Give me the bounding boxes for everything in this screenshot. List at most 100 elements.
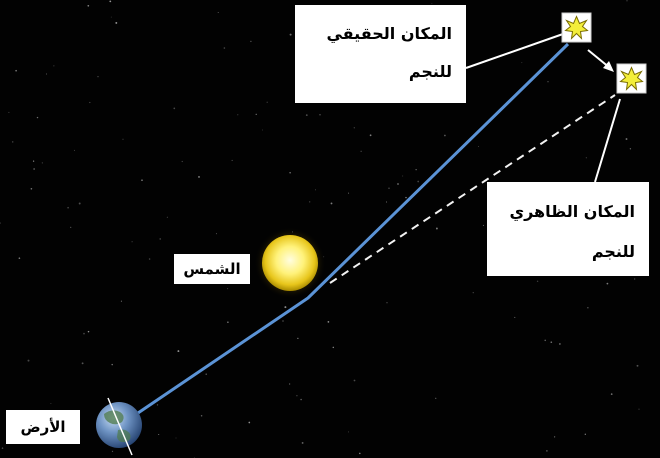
- background-star: [217, 12, 219, 14]
- background-star: [472, 292, 474, 294]
- background-star: [18, 257, 21, 260]
- light-path-line: [137, 42, 570, 415]
- background-star: [87, 4, 90, 7]
- background-star: [634, 278, 636, 280]
- background-star: [159, 238, 161, 240]
- background-star: [237, 114, 239, 116]
- background-star: [332, 346, 335, 349]
- true-position-line2: للنجم: [408, 62, 452, 81]
- background-star: [288, 383, 291, 385]
- background-star: [386, 302, 388, 304]
- background-star: [330, 202, 333, 205]
- background-star: [521, 62, 523, 64]
- sun-icon: [262, 235, 318, 291]
- background-star: [173, 107, 176, 110]
- background-star: [109, 0, 112, 3]
- apparent-position-label: المكان الظاهري للنجم: [487, 182, 649, 276]
- background-star: [348, 192, 350, 194]
- background-star: [166, 216, 168, 218]
- background-star: [626, 0, 628, 2]
- background-star: [587, 307, 589, 309]
- background-star: [30, 187, 33, 190]
- background-star: [223, 47, 226, 49]
- background-star: [266, 101, 268, 103]
- background-star: [158, 433, 160, 436]
- apparent-position-line2: للنجم: [591, 242, 635, 261]
- background-star: [289, 172, 291, 174]
- background-star: [46, 73, 47, 75]
- background-star: [319, 114, 321, 116]
- background-star: [546, 450, 548, 452]
- background-star: [638, 408, 640, 410]
- background-star: [625, 138, 628, 140]
- background-star: [41, 162, 43, 164]
- apparent-label-pointer: [594, 98, 621, 183]
- globe-icon: [96, 397, 142, 456]
- background-star: [369, 134, 372, 137]
- background-star: [50, 403, 52, 404]
- apparent-position-line1: المكان الظاهري: [509, 202, 635, 221]
- background-star: [8, 111, 10, 113]
- background-star: [36, 116, 39, 119]
- background-star: [435, 397, 437, 399]
- background-star: [553, 436, 556, 438]
- background-star: [514, 316, 516, 318]
- background-star: [629, 148, 632, 150]
- background-star: [177, 350, 180, 353]
- background-star: [301, 441, 304, 444]
- background-star: [559, 343, 561, 345]
- background-star: [67, 206, 69, 209]
- true-label-pointer: [465, 33, 564, 69]
- background-star: [175, 437, 177, 439]
- background-star: [32, 160, 35, 162]
- background-star: [348, 431, 349, 433]
- background-star: [550, 341, 553, 344]
- background-star: [215, 233, 217, 235]
- background-star: [248, 421, 251, 424]
- background-star: [156, 404, 159, 406]
- background-star: [200, 414, 203, 417]
- background-star: [255, 113, 257, 115]
- background-star: [482, 224, 484, 226]
- background-star: [262, 129, 263, 131]
- background-star: [148, 258, 151, 260]
- background-star: [111, 363, 113, 366]
- sun-label: الشمس: [174, 254, 250, 284]
- background-star: [405, 196, 407, 199]
- background-star: [309, 201, 311, 203]
- background-star: [70, 226, 72, 229]
- background-star: [327, 321, 330, 323]
- background-star: [297, 337, 299, 339]
- background-star: [27, 359, 30, 362]
- true-position-line1: المكان الحقيقي: [326, 24, 452, 43]
- background-star: [198, 175, 200, 178]
- background-star: [584, 433, 586, 435]
- background-star: [388, 187, 390, 189]
- background-star: [33, 168, 35, 170]
- background-star: [110, 16, 112, 18]
- true-position-label: المكان الحقيقي للنجم: [295, 5, 466, 103]
- background-star: [89, 101, 91, 104]
- background-star: [115, 21, 118, 24]
- background-star: [0, 222, 1, 224]
- background-star: [250, 40, 252, 43]
- background-star: [231, 159, 233, 161]
- background-star: [122, 138, 124, 140]
- background-star: [444, 134, 446, 137]
- background-star: [131, 241, 133, 243]
- background-star: [78, 202, 81, 205]
- background-star: [289, 33, 292, 36]
- earth-label: الأرض: [6, 410, 80, 444]
- background-star: [97, 76, 99, 78]
- shift-arrow-head: [603, 61, 614, 72]
- background-star: [547, 81, 549, 83]
- background-star: [536, 280, 539, 283]
- background-star: [353, 379, 356, 382]
- star-burst-icon: [619, 66, 644, 91]
- background-star: [359, 452, 361, 455]
- background-star: [227, 288, 229, 290]
- background-star: [360, 150, 362, 152]
- background-star: [282, 320, 284, 322]
- apparent-path-line: [329, 94, 616, 284]
